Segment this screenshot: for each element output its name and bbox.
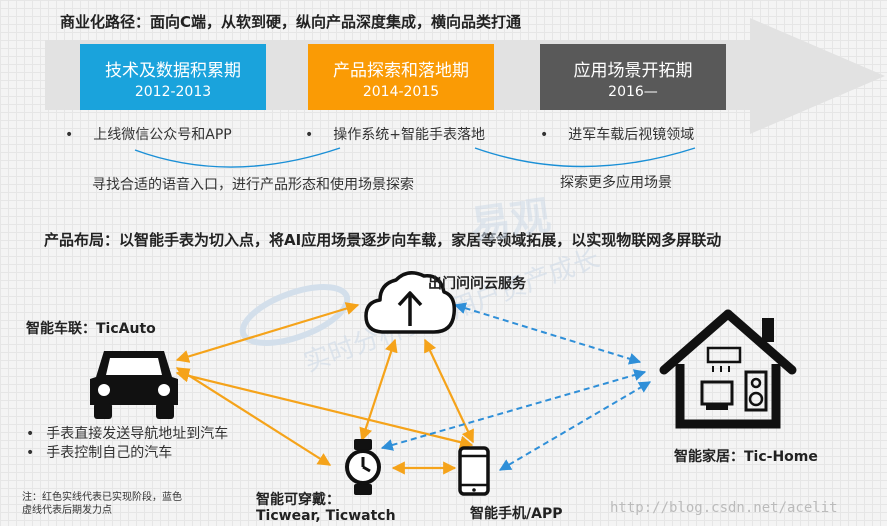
link-cloud-phone xyxy=(424,338,474,444)
arc-right xyxy=(474,147,696,168)
link-phone-home xyxy=(498,381,652,471)
cloud-service-label: 出门问问云服务 xyxy=(428,276,526,292)
smartwatch-icon xyxy=(345,439,381,495)
car-feature: •手表直接发送导航地址到汽车 xyxy=(26,426,229,442)
phase-box-accumulation: 技术及数据积累期 2012-2013 xyxy=(80,44,266,110)
phase-bullet: •操作系统+智能手表落地 xyxy=(305,127,485,143)
phase-box-scenarios: 应用场景开拓期 2016— xyxy=(540,44,726,110)
phase-years: 2014-2015 xyxy=(362,84,440,100)
phase-title: 技术及数据积累期 xyxy=(105,61,241,81)
phone-label: 智能手机/APP xyxy=(470,506,563,522)
wearable-products: Ticwear, Ticwatch xyxy=(256,508,396,524)
phase-title: 产品探索和落地期 xyxy=(333,61,469,81)
phase-title: 应用场景开拓期 xyxy=(573,61,693,81)
phase-note: 寻找合适的语音入口，进行产品形态和使用场景探索 xyxy=(92,177,414,193)
smart-home-icon xyxy=(659,309,797,429)
wearable-label: 智能可穿戴： xyxy=(256,492,340,508)
home-label: 智能家居：Tic-Home xyxy=(674,449,818,465)
link-car-watch xyxy=(175,367,332,466)
phase-box-exploration: 产品探索和落地期 2014-2015 xyxy=(308,44,494,110)
link-car-cloud xyxy=(175,302,360,363)
phase-bullet: •进军车载后视镜领域 xyxy=(540,127,695,143)
car-label: 智能车联：TicAuto xyxy=(26,321,156,337)
link-watch-home xyxy=(380,369,647,451)
phase-years: 2012-2013 xyxy=(134,84,212,100)
watermark-url: http://blog.csdn.net/acelit xyxy=(610,500,838,516)
cloud-upload-icon xyxy=(364,271,457,334)
timeline-arrowhead xyxy=(750,18,885,134)
link-cloud-home xyxy=(453,302,642,365)
section-heading-commercial-path: 商业化路径：面向C端，从软到硬，纵向产品深度集成，横向品类打通 xyxy=(60,13,522,31)
legend-footnote: 注：红色实线代表已实现阶段，蓝色 虚线代表后期发力点 xyxy=(22,492,182,516)
arc-left xyxy=(134,147,341,168)
car-icon xyxy=(90,351,178,419)
smartphone-icon xyxy=(458,446,490,496)
phase-years: 2016— xyxy=(608,84,658,100)
phase-bullet: •上线微信公众号和APP xyxy=(65,127,232,143)
section-heading-product-layout: 产品布局：以智能手表为切入点，将AI应用场景逐步向车载，家居等领域拓展，以实现物… xyxy=(44,231,722,249)
link-cloud-watch xyxy=(359,338,398,442)
car-feature: •手表控制自己的汽车 xyxy=(26,445,173,461)
phase-note: 探索更多应用场景 xyxy=(560,175,672,191)
